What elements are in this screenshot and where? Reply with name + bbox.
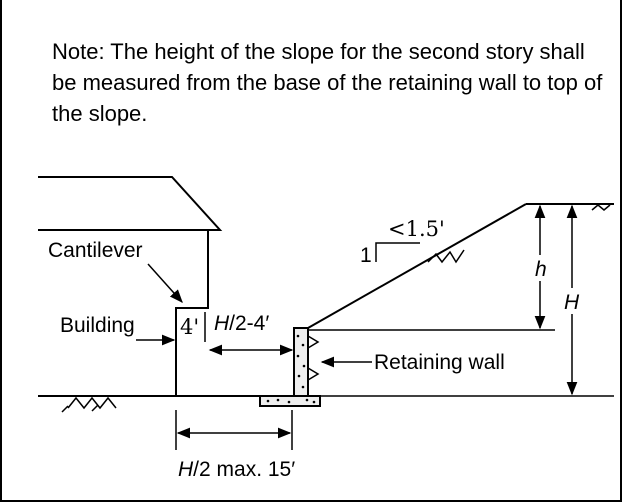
slope-ratio-symbol xyxy=(375,242,420,262)
soil-hatch-wall xyxy=(307,335,320,381)
max-label: H/2 max. 15′ xyxy=(178,458,295,481)
retaining-wall-footing xyxy=(259,395,321,407)
building-label: Building xyxy=(60,314,135,337)
slope-ratio-label: <1.5' xyxy=(388,217,445,241)
slope-line xyxy=(307,203,527,329)
four-foot-label: 4' xyxy=(180,315,199,339)
cantilever-step xyxy=(175,300,209,396)
roof-outline xyxy=(38,176,223,231)
retaining-wall-stem xyxy=(293,327,309,397)
retaining-wall-label: Retaining wall xyxy=(374,351,505,374)
note-text: Note: The height of the slope for the se… xyxy=(52,39,603,126)
h-label: h xyxy=(535,258,547,281)
slope-ratio-one: 1 xyxy=(360,244,372,267)
cantilever-leader xyxy=(147,263,183,304)
setback-label: H/2-4′ xyxy=(214,312,269,335)
concrete-stipple xyxy=(266,334,316,404)
H-label: H xyxy=(564,291,580,314)
cantilever-label: Cantilever xyxy=(48,239,143,262)
soil-hatch-slope xyxy=(427,204,611,264)
soil-hatch-left xyxy=(61,396,117,413)
